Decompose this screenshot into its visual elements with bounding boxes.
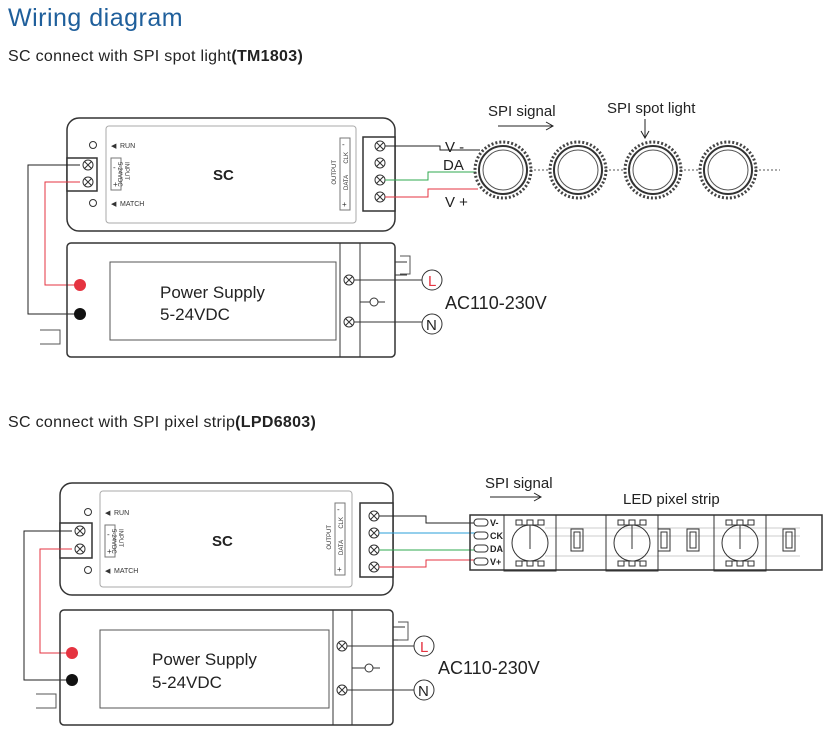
n-terminal-icon [413,679,435,701]
svg-text:◀: ◀ [105,510,111,517]
svg-text:◀: ◀ [111,143,117,150]
spot-light-label: SPI spot light [607,100,696,117]
wire-input-red [44,181,80,286]
out-minus: - [342,140,345,149]
strip-label: LED pixel strip [623,491,720,508]
run-label: RUN [114,510,129,517]
spot-light [548,140,608,200]
match-label: MATCH [120,201,144,208]
spi-signal-label: SPI signal [485,475,553,492]
n-terminal-icon [421,313,443,335]
signal-arrow [498,121,555,131]
wire-v-plus [385,188,478,198]
wire-v-minus [379,515,475,524]
l-terminal-icon [413,635,435,657]
sc-controller: ◀ RUN ◀ MATCH - + INPUT 5-24VDC SC OUTPU… [66,117,396,232]
svg-text:◀: ◀ [111,201,117,208]
spot-light-chain [473,140,780,200]
match-label: MATCH [114,568,138,575]
page-title: Wiring diagram [8,4,184,32]
in-plus: + [113,180,118,189]
wire-input-black [27,164,80,315]
controller-name: SC [212,533,233,550]
out-plus: + [342,200,347,209]
heading-text: SC connect with SPI pixel strip [8,414,236,431]
svg-text:◀: ◀ [105,568,111,575]
output-terminal [362,136,396,212]
heading-text: SC connect with SPI spot light [8,48,232,65]
pin-ck: CK [490,531,503,541]
run-label: RUN [120,143,135,150]
positive-terminal-dot [74,279,86,291]
led-chip [605,514,659,572]
input-voltage: 5-24VDC [116,162,122,187]
led-pixel-strip: V- CK DA V+ [469,514,823,572]
section1-heading: SC connect with SPI spot light(TM1803) [8,48,303,66]
positive-terminal-dot [66,647,78,659]
input-label: INPUT [117,529,123,547]
input-voltage: 5-24VDC [110,529,116,554]
output-terminal [359,502,394,578]
wire-data [385,171,476,181]
negative-terminal-dot [74,308,86,320]
resistor [686,528,700,552]
pin-v-plus: V+ [490,557,501,567]
signal-arrow [490,492,543,502]
ps-voltage: 5-24VDC [152,673,222,692]
resistor [782,528,796,552]
section2-heading: SC connect with SPI pixel strip(LPD6803) [8,414,316,432]
spot-light-arrow [640,119,650,140]
ac-label: AC110-230V [445,293,547,313]
label-v-minus: V - [445,139,464,156]
pin-da: DA [490,544,503,554]
heading-model: (LPD6803) [235,414,317,431]
spi-signal-label: SPI signal [488,103,556,120]
output-label: OUTPUT [327,525,333,550]
spot-light [623,140,683,200]
led-chip [713,514,767,572]
in-minus: - [107,530,110,539]
out-plus: + [337,565,342,574]
wire-v-plus [379,559,475,568]
heading-model: (TM1803) [231,48,304,65]
power-supply: Power Supply 5-24VDC [40,242,411,358]
label-da: DA [443,157,464,174]
ps-label: Power Supply [160,283,265,302]
l-label: L [428,273,436,290]
out-data: DATA [339,540,345,555]
spot-light [698,140,758,200]
input-terminal [66,157,98,192]
out-clk: CLK [344,152,350,164]
l-terminal-icon [421,269,443,291]
resistor [657,528,671,552]
in-plus: + [107,547,112,556]
pin-v-minus: V- [490,518,499,528]
wire-input-red [39,548,72,654]
out-clk: CLK [339,517,345,529]
sc-controller: ◀ RUN ◀ MATCH - + INPUT 5-24VDC SC OUTPU… [59,482,394,596]
label-v-plus: V + [445,194,468,211]
in-minus: - [113,163,116,172]
output-label: OUTPUT [332,160,338,185]
ps-label: Power Supply [152,650,257,669]
l-label: L [420,639,428,656]
ac-label: AC110-230V [438,658,540,678]
controller-name: SC [213,167,234,184]
wire-input-black [23,530,72,681]
led-chip [503,514,557,572]
n-label: N [426,317,437,334]
ps-voltage: 5-24VDC [160,305,230,324]
wire-v-minus [385,145,480,151]
input-label: INPUT [123,162,129,180]
out-minus: - [337,505,340,514]
out-data: DATA [344,175,350,190]
input-terminal [59,522,93,559]
resistor [570,528,584,552]
spot-light [473,140,533,200]
negative-terminal-dot [66,674,78,686]
n-label: N [418,683,429,700]
power-supply: Power Supply 5-24VDC [36,609,409,726]
